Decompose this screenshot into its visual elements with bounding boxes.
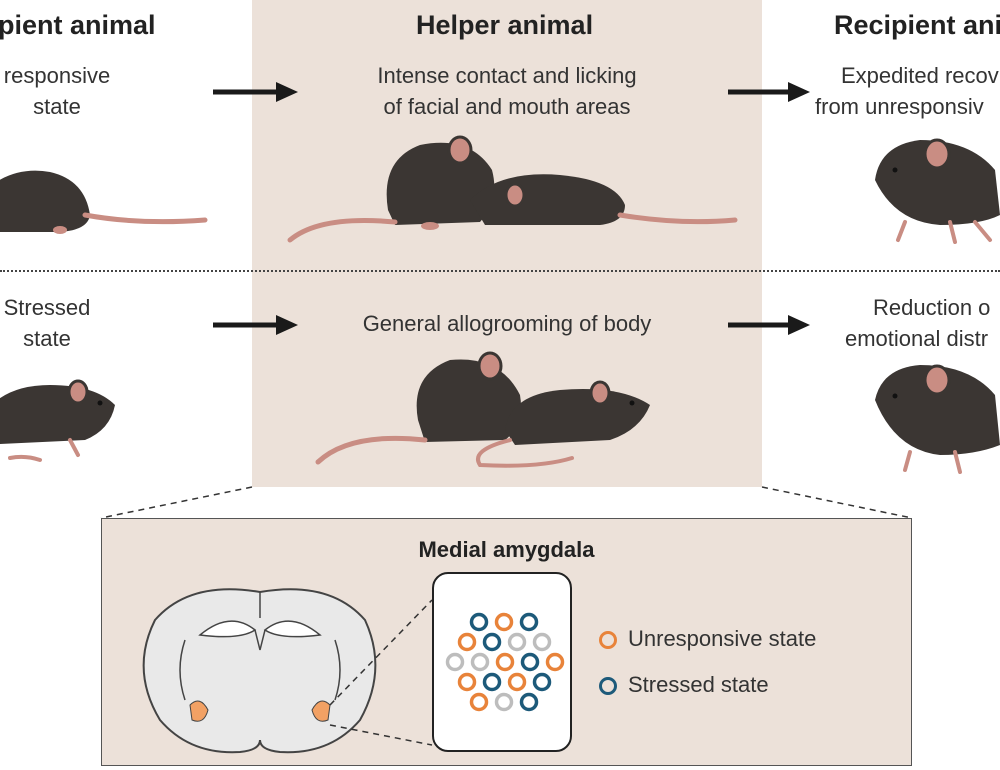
amygdala-right-region — [311, 700, 331, 722]
arrow-bottom-right-icon — [728, 315, 810, 335]
recipient-header-left: pient animal — [0, 10, 156, 40]
mice-licking-icon — [287, 135, 738, 243]
unresponsive-state-label: responsive state — [3, 63, 111, 119]
row-divider — [0, 270, 1000, 272]
mice-allogrooming-icon — [315, 351, 650, 468]
helper-action-top: Intense contact and licking of facial an… — [377, 63, 637, 119]
legend-stressed-label: Stressed state — [628, 672, 769, 697]
mouse-unresponsive-left-icon — [0, 170, 208, 234]
stressed-legend-ring-icon — [599, 677, 617, 695]
stressed-state-label: Stressed state — [3, 295, 91, 351]
unresponsive-legend-ring-icon — [599, 631, 617, 649]
helper-header: Helper animal — [416, 10, 594, 40]
amygdala-left-region — [189, 700, 209, 722]
connector-right-dash — [761, 486, 913, 519]
arrow-bottom-left-icon — [213, 315, 298, 335]
mouse-calm-bottom-icon — [875, 364, 1000, 474]
recipient-header-right: Recipient ani — [834, 10, 1000, 40]
neuron-rings — [445, 612, 565, 712]
connector-left-dash — [100, 486, 253, 519]
outcome-bottom: Reduction o emotional distr — [845, 295, 991, 351]
arrow-top-left-icon — [213, 82, 298, 102]
mouse-recovered-top-icon — [875, 138, 1000, 244]
legend-unresponsive-label: Unresponsive state — [628, 626, 817, 651]
helper-action-bottom: General allogrooming of body — [362, 311, 652, 336]
mouse-stressed-left-icon — [0, 379, 115, 462]
outcome-top: Expedited recov from unresponsiv — [815, 63, 999, 119]
arrow-top-right-icon — [728, 82, 810, 102]
brain-section-icon — [142, 588, 377, 754]
medial-amygdala-title: Medial amygdala — [418, 537, 595, 562]
mice-illustrations — [0, 135, 1000, 474]
